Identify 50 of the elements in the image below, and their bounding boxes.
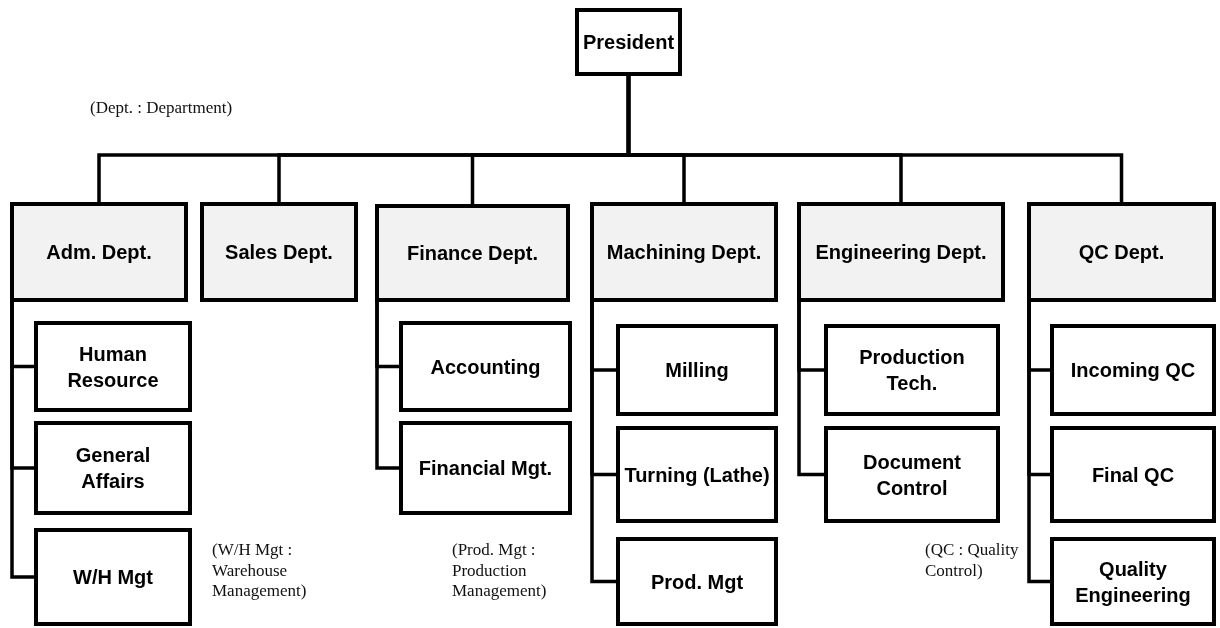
sub-unit-box bbox=[34, 321, 192, 412]
unit-label: Incoming QC bbox=[1069, 358, 1197, 383]
connector-line bbox=[375, 300, 401, 470]
department-box bbox=[590, 202, 778, 302]
unit-label: Adm. Dept. bbox=[45, 240, 153, 265]
connector-line bbox=[626, 74, 1124, 204]
unit-label: Prod. Mgt bbox=[649, 569, 745, 595]
sub-unit-box bbox=[616, 537, 778, 626]
unit-label: Financial Mgt. bbox=[417, 456, 554, 481]
top-box bbox=[575, 8, 682, 76]
sub-unit-box bbox=[824, 324, 1000, 416]
department-box bbox=[10, 202, 188, 302]
sub-unit-box bbox=[1050, 426, 1216, 523]
department-box bbox=[375, 204, 570, 302]
sub-unit-box bbox=[399, 421, 572, 515]
sub-unit-box bbox=[1050, 537, 1216, 626]
unit-label: Final QC bbox=[1090, 462, 1176, 488]
unit-label: QC Dept. bbox=[1077, 240, 1166, 265]
unit-label: Document Control bbox=[862, 449, 962, 501]
unit-label: Sales Dept. bbox=[224, 240, 334, 265]
unit-label: Accounting bbox=[429, 354, 542, 380]
department-box bbox=[1027, 202, 1216, 302]
note-text: (W/H Mgt : Warehouse Management) bbox=[212, 540, 308, 603]
connector-line bbox=[10, 300, 36, 579]
unit-label: Machining Dept. bbox=[605, 240, 763, 265]
unit-label: W/H Mgt bbox=[72, 565, 154, 590]
sub-unit-box bbox=[399, 321, 572, 412]
connector-line bbox=[1027, 300, 1052, 584]
unit-label: Milling bbox=[664, 358, 730, 383]
note-text: (Dept. : Department) bbox=[90, 98, 234, 119]
unit-label: Human Resource bbox=[66, 341, 160, 393]
sub-unit-box bbox=[34, 528, 192, 626]
sub-unit-box bbox=[616, 426, 778, 523]
sub-unit-box bbox=[616, 324, 778, 416]
unit-label: Quality Engineering bbox=[1074, 556, 1192, 608]
sub-unit-box bbox=[1050, 324, 1216, 416]
unit-label: Engineering Dept. bbox=[814, 240, 988, 265]
sub-unit-box bbox=[824, 426, 1000, 523]
connector-line bbox=[590, 300, 618, 584]
department-box bbox=[200, 202, 358, 302]
unit-label: General Affairs bbox=[74, 443, 152, 494]
department-box bbox=[797, 202, 1005, 302]
note-text: (Prod. Mgt : Production Management) bbox=[452, 540, 548, 603]
connector-line bbox=[797, 300, 826, 477]
unit-label: Production Tech. bbox=[858, 345, 966, 396]
title-label: President bbox=[581, 30, 676, 55]
note-text: (QC : Quality Control) bbox=[925, 540, 1020, 582]
sub-unit-box bbox=[34, 421, 192, 515]
unit-label: Turning (Lathe) bbox=[623, 462, 771, 488]
unit-label: Finance Dept. bbox=[405, 241, 540, 266]
